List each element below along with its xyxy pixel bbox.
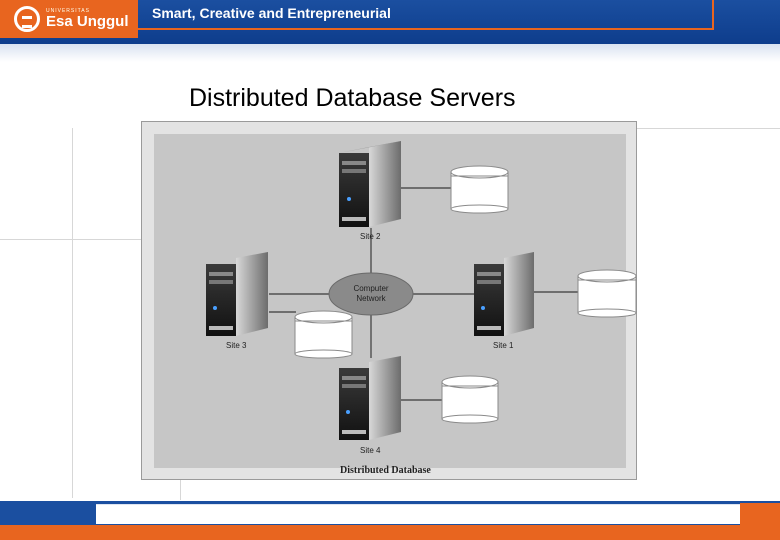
- database-site2-icon: [450, 165, 509, 214]
- network-label-line1: Computer: [353, 284, 389, 293]
- footer-stripe: [0, 525, 780, 540]
- network-label-line2: Network: [356, 294, 386, 303]
- decorative-line: [0, 239, 150, 240]
- site-label: Site 4: [360, 446, 381, 455]
- page-title: Distributed Database Servers: [189, 84, 516, 112]
- logo-small-text: UNIVERSITAS: [46, 8, 90, 14]
- decorative-line: [600, 128, 780, 129]
- tagline: Smart, Creative and Entrepreneurial: [152, 5, 391, 21]
- site-label: Site 1: [493, 341, 514, 350]
- network-links: [269, 187, 580, 401]
- server-site2-icon: [339, 141, 401, 227]
- server-site1-icon: [474, 252, 534, 336]
- server-site3-icon: [206, 252, 268, 336]
- decorative-line: [180, 470, 181, 500]
- server-site4-icon: [339, 356, 401, 440]
- database-site3-icon: [294, 310, 353, 359]
- computer-network-ellipse: [328, 272, 414, 316]
- logo-icon: [14, 6, 40, 32]
- decorative-line: [72, 128, 73, 498]
- database-site1-icon: [577, 269, 637, 318]
- site-label: Site 2: [360, 232, 381, 241]
- site-label: Site 3: [226, 341, 247, 350]
- logo: UNIVERSITAS Esa Unggul: [0, 0, 138, 38]
- footer-panel: [96, 504, 740, 524]
- header-divider-vertical: [712, 0, 714, 30]
- logo-name: Esa Unggul: [46, 13, 129, 30]
- database-site4-icon: [441, 375, 499, 424]
- header-divider: [138, 28, 714, 30]
- footer-accent: [740, 503, 780, 525]
- network-label: Computer Network: [351, 284, 391, 304]
- diagram-caption: Distributed Database: [340, 465, 431, 476]
